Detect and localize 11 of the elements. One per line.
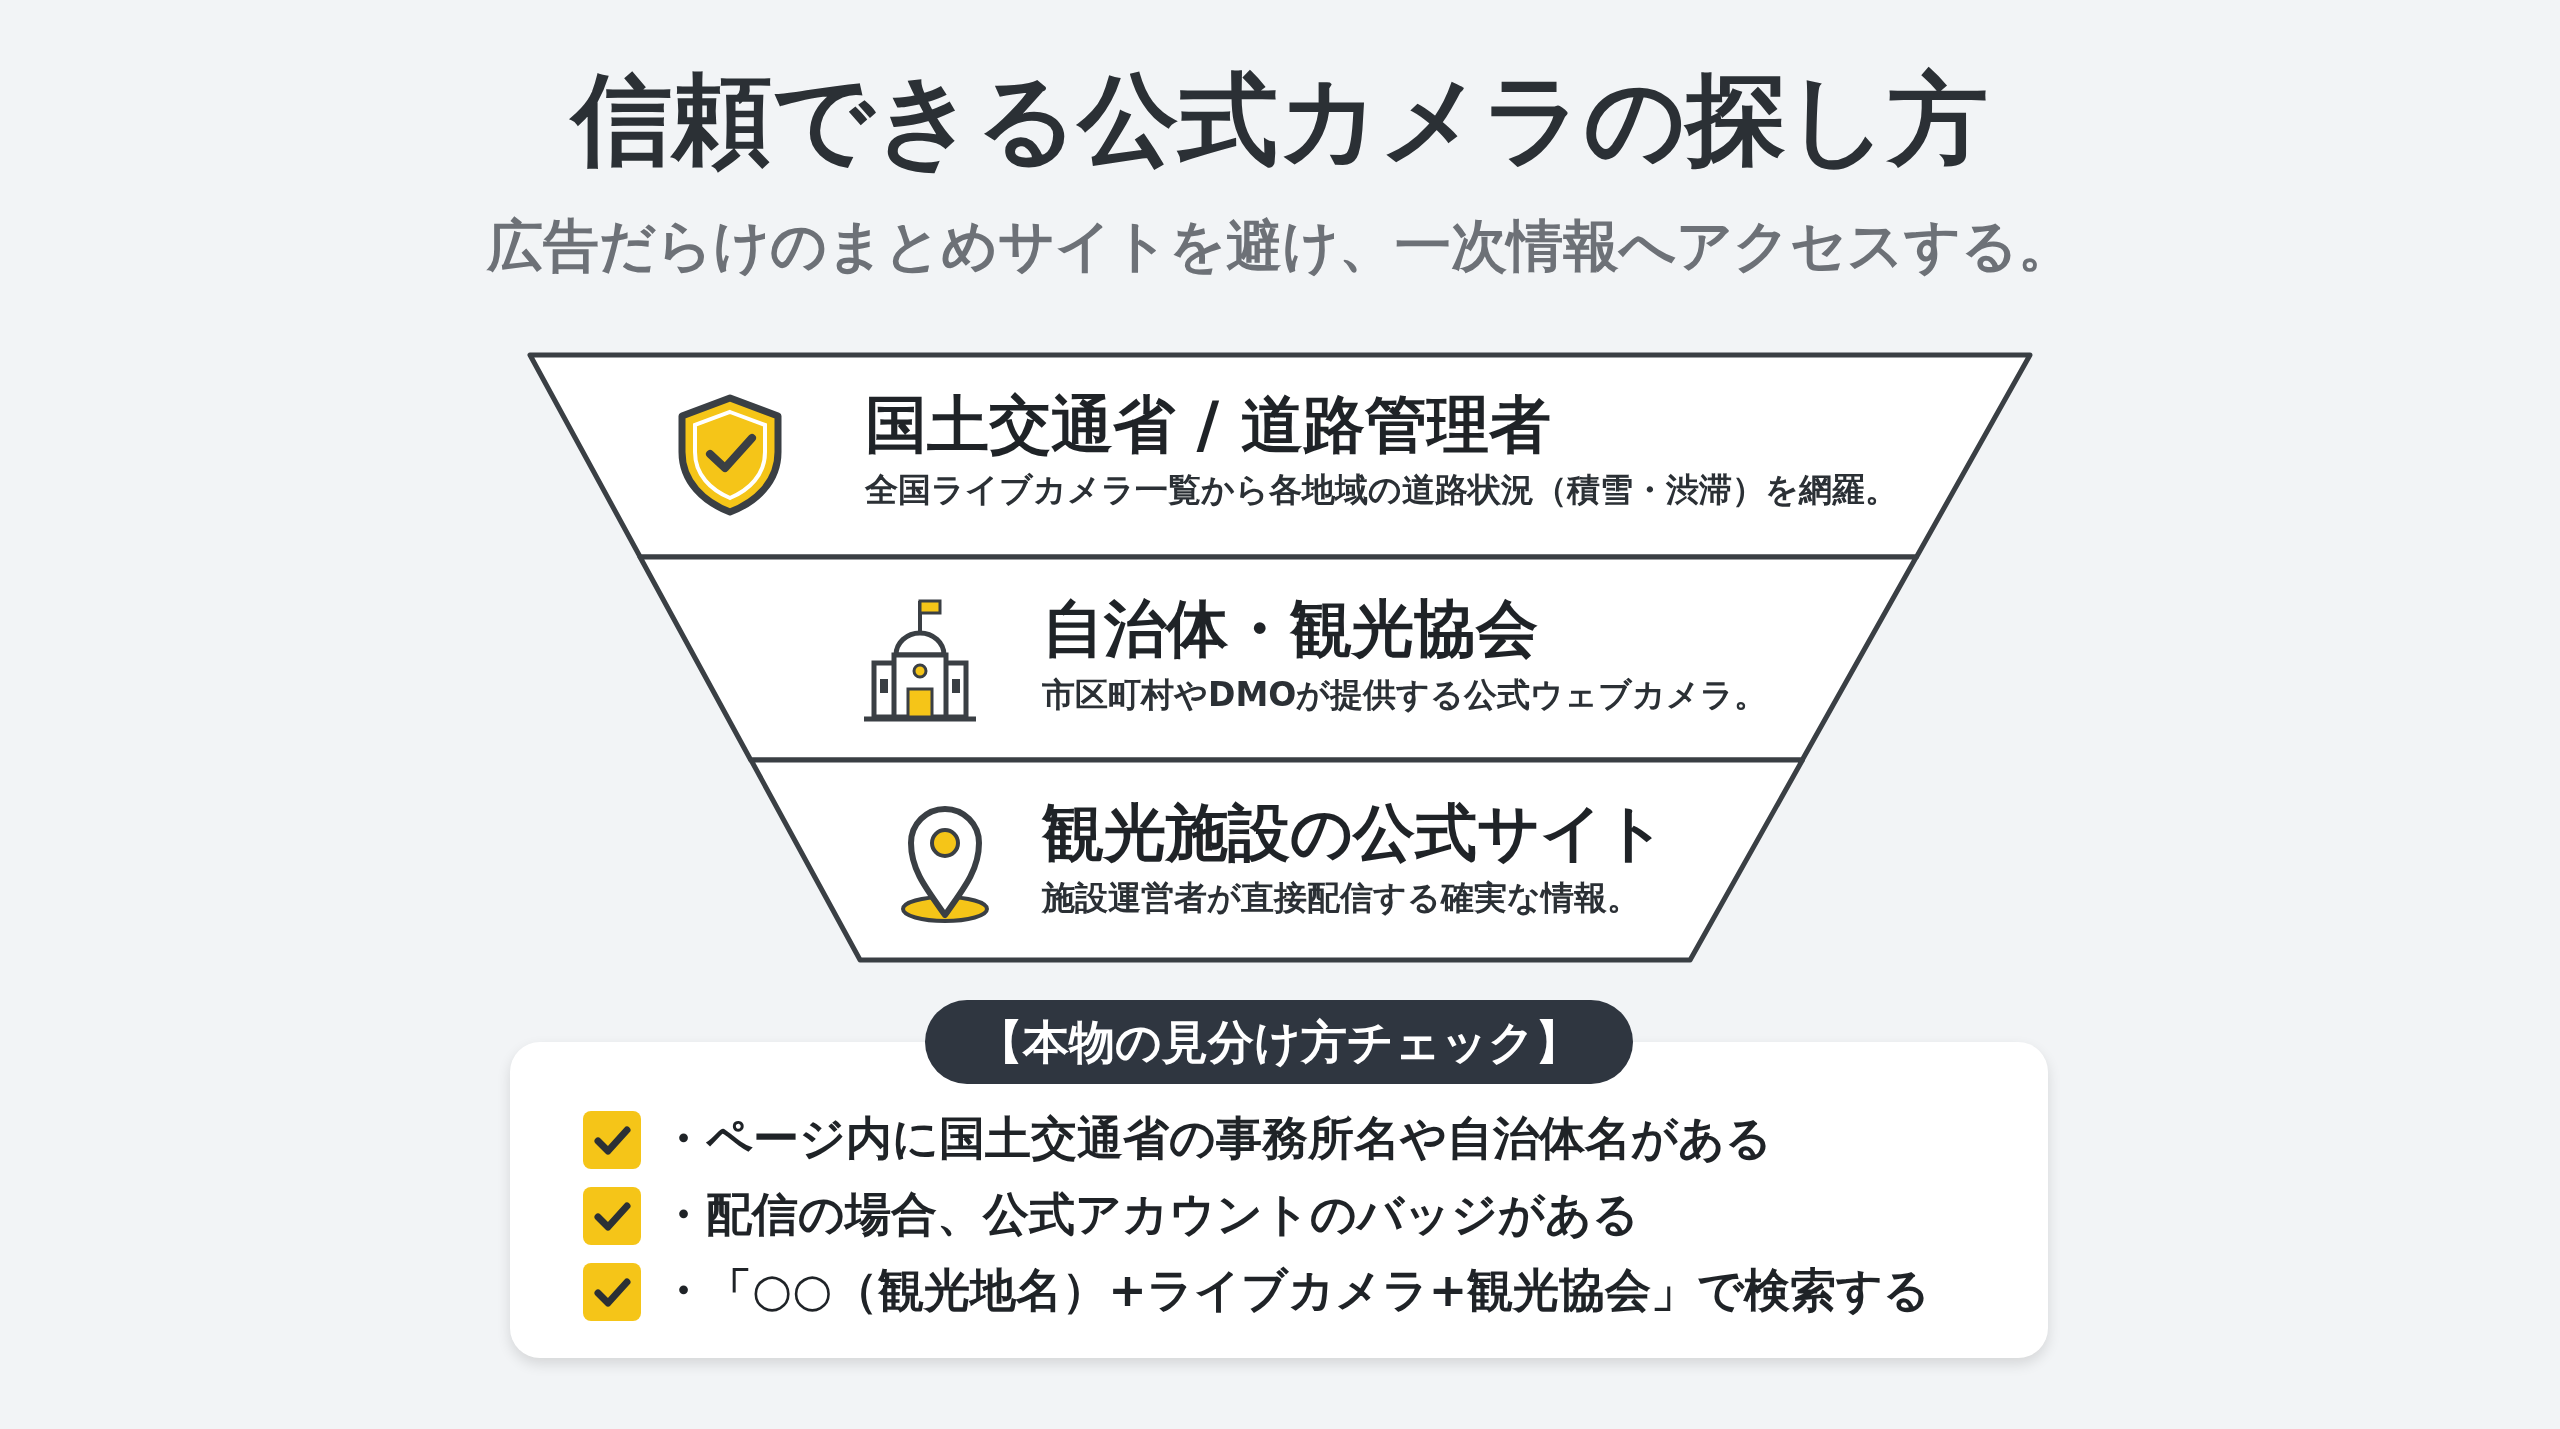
checklist-item: ・配信の場合、公式アカウントのバッジがある — [660, 1187, 1639, 1243]
band-description: 全国ライブカメラ一覧から各地域の道路状況（積雪・渋滞）を網羅。 — [865, 470, 1898, 510]
band-description: 施設運営者が直接配信する確実な情報。 — [1042, 878, 1640, 918]
band-heading: 観光施設の公式サイト — [1042, 796, 1666, 871]
checklist-heading: 【本物の見分け方チェック】 — [925, 1000, 1633, 1084]
subtitle: 広告だらけのまとめサイトを避け、一次情報へアクセスする。 — [486, 212, 2074, 280]
band-heading: 国土交通省 / 道路管理者 — [865, 388, 1551, 463]
checklist-item: ・ページ内に国土交通省の事務所名や自治体名がある — [660, 1111, 1772, 1167]
band-description: 市区町村やDMOが提供する公式ウェブカメラ。 — [1042, 675, 1768, 715]
band-heading: 自治体・観光協会 — [1042, 592, 1538, 667]
checklist-item: ・「○○（観光地名）+ライブカメラ+観光協会」で検索する — [660, 1263, 1931, 1319]
